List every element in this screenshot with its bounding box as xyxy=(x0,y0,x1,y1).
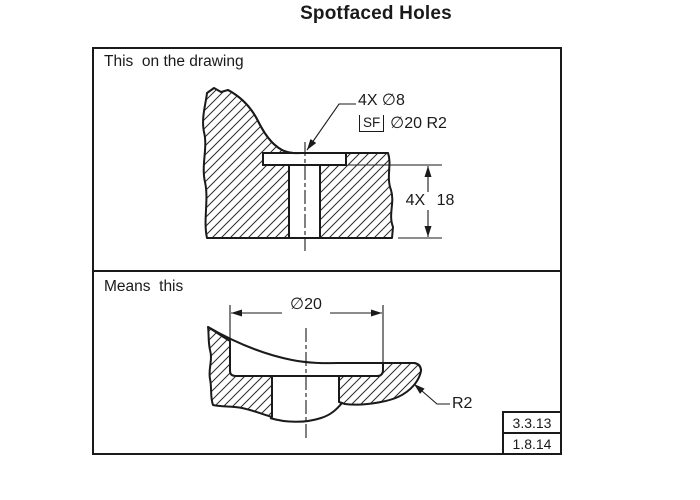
depth-arrowhead-up xyxy=(424,166,432,177)
bottom-section-view xyxy=(207,305,450,438)
spotface-symbol: SF xyxy=(359,114,385,132)
dia-arrowhead-right xyxy=(371,309,382,317)
spotface-spec-callout: SF ∅20 R2 xyxy=(359,113,447,133)
page-title: Spotfaced Holes xyxy=(300,3,452,24)
radius-arrowhead xyxy=(414,384,425,394)
callout-leader-line xyxy=(306,103,356,151)
bottom-surface-curve xyxy=(207,326,422,372)
revision-block: 3.3.13 1.8.14 xyxy=(502,411,562,455)
radius-callout-text: R2 xyxy=(452,395,473,412)
panel-bottom-label: Means this xyxy=(104,278,184,295)
leader-arrowhead xyxy=(307,138,317,150)
top-surface-curve xyxy=(227,89,306,155)
depth-dimension-text: 4X 18 xyxy=(401,192,459,211)
top-right-section-mass xyxy=(319,152,394,239)
hole-quantity-diameter-callout: 4X ∅8 xyxy=(358,92,405,109)
top-section-view xyxy=(202,87,442,251)
revision-row-1: 3.3.13 xyxy=(512,414,552,431)
panel-divider xyxy=(92,270,562,272)
revision-row-2: 1.8.14 xyxy=(504,432,560,453)
spotface-spec-text: ∅20 R2 xyxy=(390,115,447,132)
panel-top-label: This on the drawing xyxy=(104,53,244,70)
depth-arrowhead-down xyxy=(424,226,432,237)
diameter-dimension-text: ∅20 xyxy=(290,296,322,313)
dia-arrowhead-left xyxy=(231,309,242,317)
drawing-frame xyxy=(92,47,562,455)
bottom-break-outline xyxy=(269,402,343,423)
bottom-left-section-mass xyxy=(207,326,273,418)
bottom-right-section-mass xyxy=(338,362,422,406)
